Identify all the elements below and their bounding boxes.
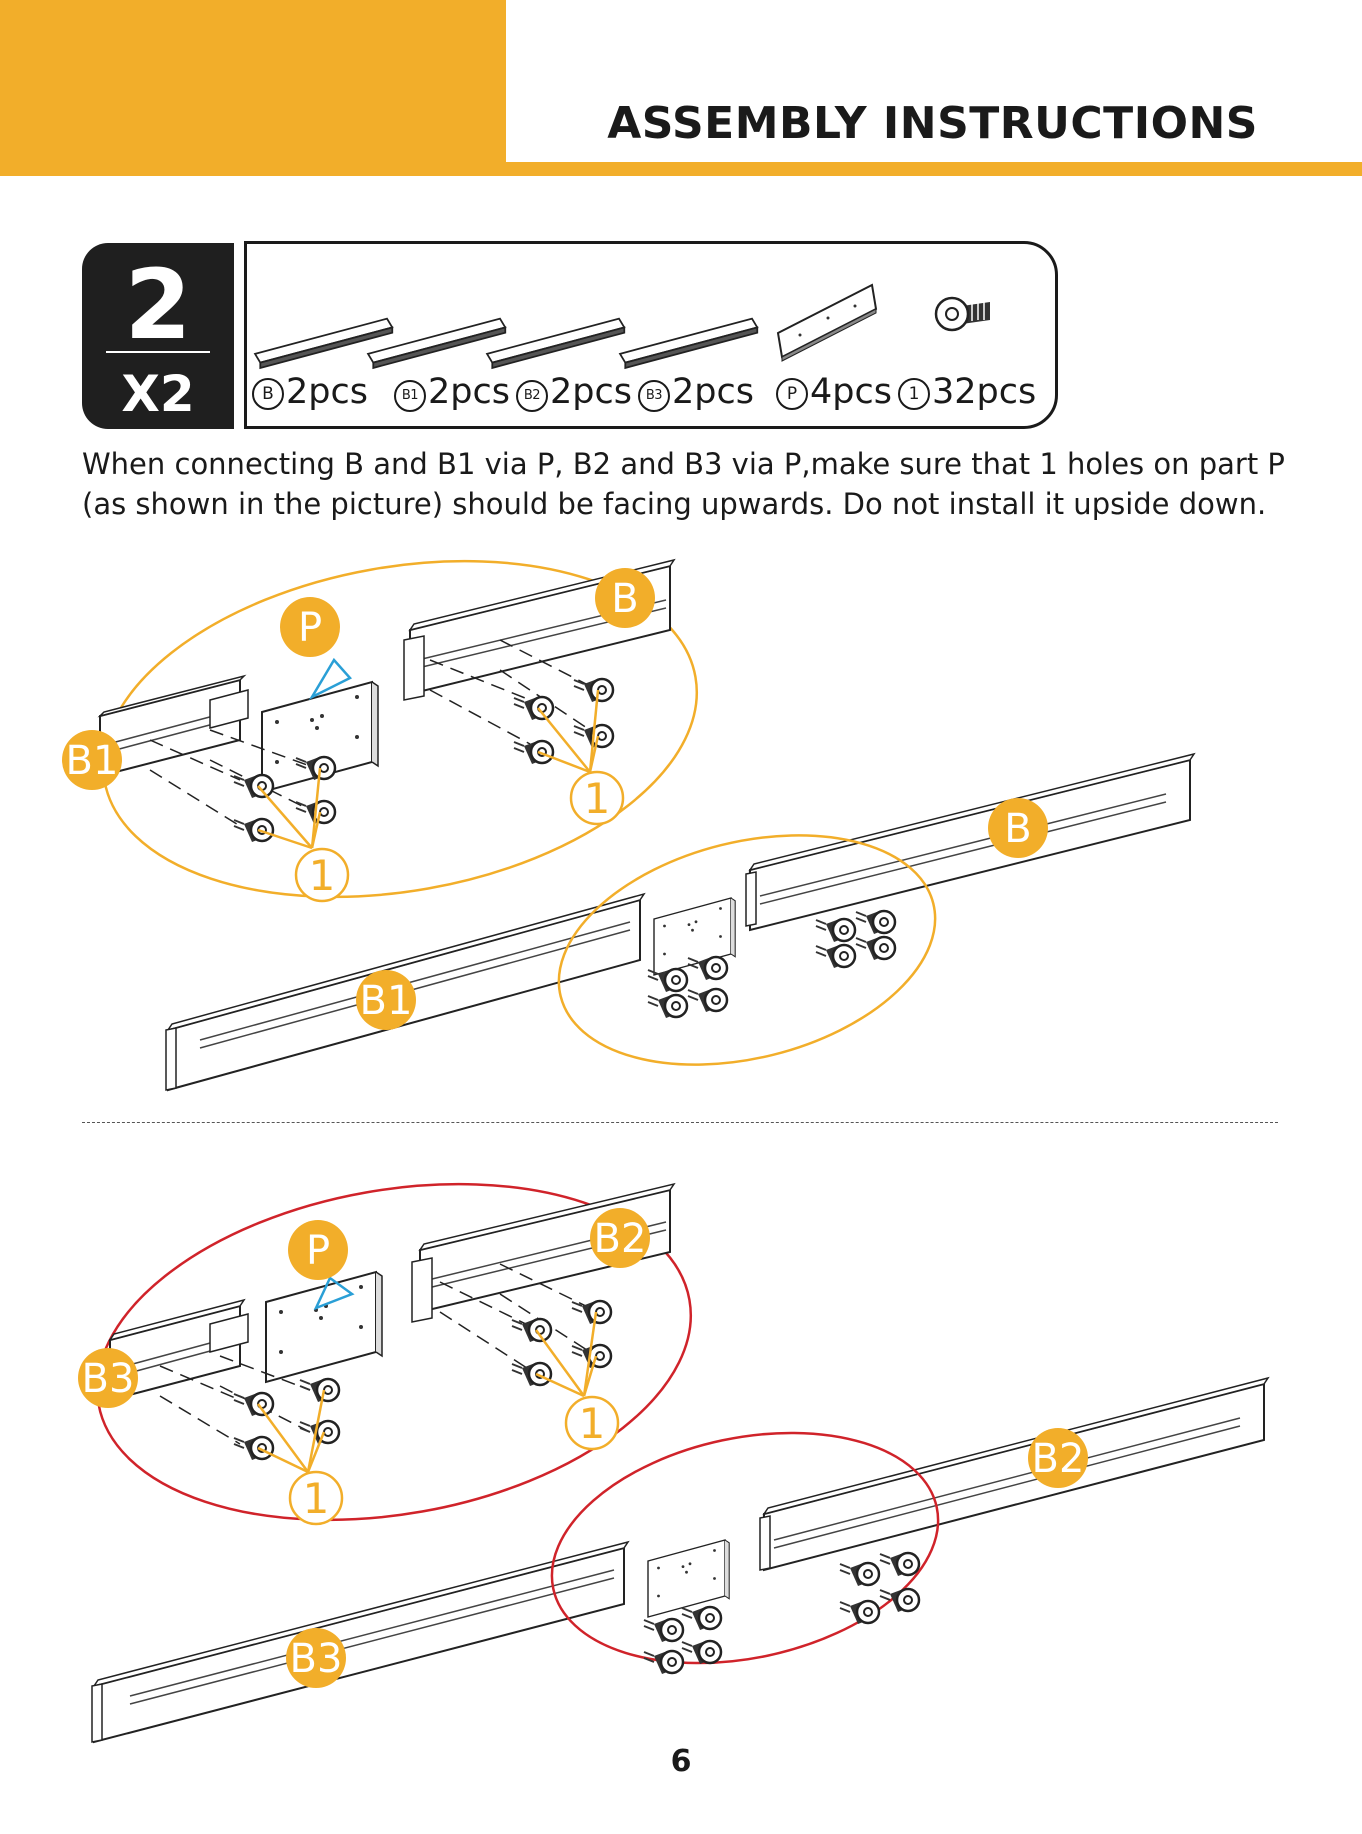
- full-rail-b3: [92, 1542, 628, 1742]
- part-b3-mark: B3: [638, 380, 670, 412]
- part-b2-icon: [487, 319, 624, 368]
- full-rail-b: [746, 754, 1194, 930]
- part-b2-count: 2pcs: [550, 372, 632, 412]
- rail-b1-fragment: [100, 676, 248, 776]
- label-b-lower: B: [1004, 806, 1031, 852]
- label-b-upper: B: [611, 576, 638, 622]
- part-b1-mark: B1: [394, 380, 426, 412]
- top-diagram: P B B1 1 1: [62, 517, 1194, 1101]
- part-b3-icon: [620, 319, 757, 368]
- part-screw-count: 32pcs: [932, 372, 1036, 412]
- label-b1-left: B1: [66, 738, 119, 784]
- label-p-bottom: P: [306, 1228, 330, 1274]
- connector-plate-p-lower-bottom: [648, 1540, 729, 1617]
- screw-callout-b: 1: [584, 774, 611, 823]
- label-b2-lower: B2: [1032, 1436, 1085, 1482]
- part-b1-count: 2pcs: [428, 372, 510, 412]
- instruction-line-1: When connecting B and B1 via P, B2 and B…: [82, 444, 1282, 484]
- label-b3-lower: B3: [290, 1636, 343, 1682]
- instruction-text: When connecting B and B1 via P, B2 and B…: [82, 444, 1282, 524]
- part-b-mark: B: [252, 378, 284, 410]
- label-b1-lower: B1: [360, 978, 413, 1024]
- part-p-mark: P: [776, 378, 808, 410]
- label-p: P: [298, 605, 322, 651]
- section-separator: [82, 1122, 1278, 1123]
- part-p-icon: [778, 285, 876, 361]
- part-screw-icon: [936, 298, 990, 330]
- part-b2-mark: B2: [516, 380, 548, 412]
- screw-callout-c: 1: [303, 1474, 330, 1523]
- page-number: 6: [0, 1744, 1362, 1779]
- part-p-count: 4pcs: [810, 372, 892, 412]
- screw-callout-d: 1: [579, 1399, 606, 1448]
- bottom-diagram: P B2 B3 1 1: [70, 1140, 1268, 1742]
- part-screw-mark: 1: [898, 378, 930, 410]
- label-b3-left: B3: [82, 1356, 135, 1402]
- part-b3-count: 2pcs: [672, 372, 754, 412]
- screw-callout-a: 1: [309, 851, 336, 900]
- label-b2-upper: B2: [594, 1216, 647, 1262]
- instruction-line-2: (as shown in the picture) should be faci…: [82, 484, 1282, 524]
- part-b-count: 2pcs: [286, 372, 368, 412]
- full-rail-b2: [760, 1378, 1268, 1570]
